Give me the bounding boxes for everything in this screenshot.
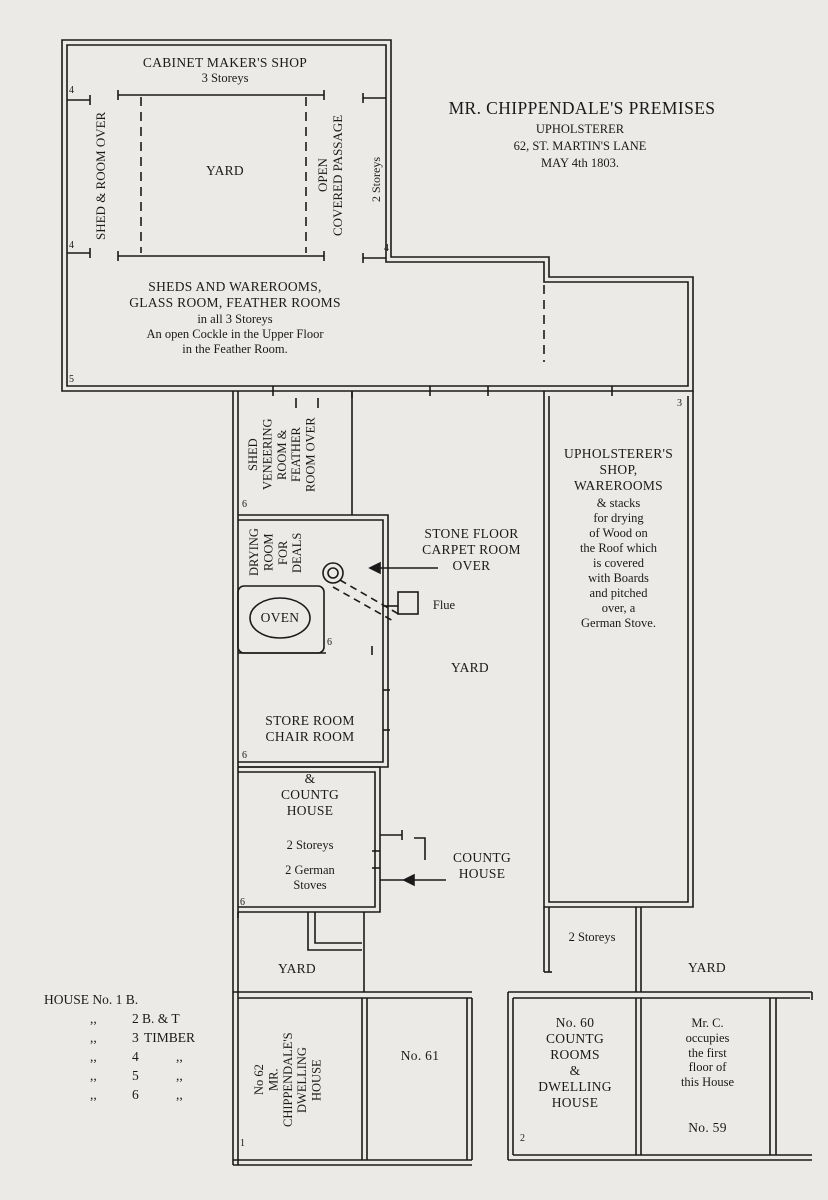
yard-middle-label: YARD (451, 660, 489, 675)
oven-label: OVEN (260, 610, 300, 625)
legend-mark: ,, (90, 1049, 97, 1064)
wall-count-house (238, 766, 381, 913)
flue-label: Flue (432, 598, 456, 612)
covered-passage-label: OPEN COVERED PASSAGE (315, 114, 345, 236)
upholsterer-title-label: UPHOLSTERER'S SHOP, WAREROOMS (563, 446, 674, 493)
legend-val: ,, (176, 1049, 183, 1064)
number-1: 1 (240, 1138, 245, 1149)
two-storeys-label: 2 Storeys (286, 838, 334, 852)
mr-c-label: Mr. C. occupies the first floor of this … (680, 1016, 735, 1089)
title-line-1: UPHOLSTERER (535, 122, 625, 136)
number-4c: 4 (384, 243, 389, 254)
legend-num: 6 (132, 1087, 139, 1102)
count-house-b-label: COUNTG HOUSE (452, 850, 512, 881)
two-storeys-right-label: 2 Storeys (369, 157, 383, 203)
drying-room-label: DRYING ROOM FOR DEALS (247, 528, 305, 577)
legend-num: 3 (132, 1030, 139, 1045)
oven-box (237, 585, 325, 654)
two-storeys-lower-label: 2 Storeys (568, 930, 616, 944)
yard-right-label: YARD (688, 960, 726, 975)
shed-veneering-label: SHED VENEERING ROOM & FEATHER ROOM OVER (246, 417, 318, 492)
number-6d: 6 (240, 897, 245, 908)
title-line-3: MAY 4th 1803. (541, 156, 619, 170)
wall-upholsterer (543, 391, 694, 908)
number-4a: 4 (69, 85, 74, 96)
number-6a: 6 (242, 499, 247, 510)
upholsterer-sub-label: & stacks for drying of Wood on the Roof … (579, 496, 658, 630)
house-62-label: No 62 MR. CHIPPENDALE'S DWELLING HOUSE (252, 1032, 324, 1128)
number-2: 2 (520, 1133, 525, 1144)
oven-ellipse (249, 597, 311, 639)
legend-mark: ,, (90, 1030, 97, 1045)
flue-circle (322, 562, 344, 584)
count-house-a-label: & COUNTG HOUSE (280, 771, 340, 818)
stone-floor-label: STONE FLOOR CARPET ROOM OVER (422, 526, 521, 573)
house-61-label: No. 61 (400, 1048, 440, 1063)
shed-room-over-label: SHED & ROOM OVER (93, 111, 108, 240)
house-59-label: No. 59 (688, 1120, 727, 1135)
legend-val: TIMBER (144, 1030, 196, 1045)
cabinet-shop-label: CABINET MAKER'S SHOP (142, 55, 308, 70)
number-4b: 4 (69, 240, 74, 251)
legend-num: 2 (132, 1011, 139, 1026)
number-3: 3 (677, 398, 682, 409)
legend-mark: ,, (90, 1087, 97, 1102)
cabinet-storeys-label: 3 Storeys (201, 71, 249, 85)
legend-num: 5 (132, 1068, 139, 1083)
legend-house-no: HOUSE No. 1 B. (44, 992, 139, 1007)
legend-val: ,, (176, 1087, 183, 1102)
number-6b: 6 (327, 637, 332, 648)
yard-top-label: YARD (206, 163, 244, 178)
legend-val: ,, (176, 1068, 183, 1083)
sheds-warerooms-label: SHEDS AND WAREROOMS, GLASS ROOM, FEATHER… (129, 279, 341, 310)
legend-num: 4 (132, 1049, 139, 1064)
legend-val: B. & T (142, 1011, 180, 1026)
number-6c: 6 (242, 750, 247, 761)
number-5: 5 (69, 374, 74, 385)
house-60-label: No. 60 COUNTG ROOMS & DWELLING HOUSE (538, 1015, 612, 1110)
store-room-label: STORE ROOM CHAIR ROOM (265, 713, 355, 744)
german-stoves-label: 2 German Stoves (285, 863, 335, 892)
title-line-2: 62, ST. MARTIN'S LANE (513, 139, 647, 153)
yard-left-label: YARD (278, 961, 316, 976)
legend-mark: ,, (90, 1068, 97, 1083)
legend-mark: ,, (90, 1011, 97, 1026)
wall-cabinet-block-inner (66, 44, 689, 387)
sheds-sub-label: in all 3 Storeys An open Cockle in the U… (146, 312, 324, 356)
plan-title: MR. CHIPPENDALE'S PREMISES (448, 98, 716, 118)
